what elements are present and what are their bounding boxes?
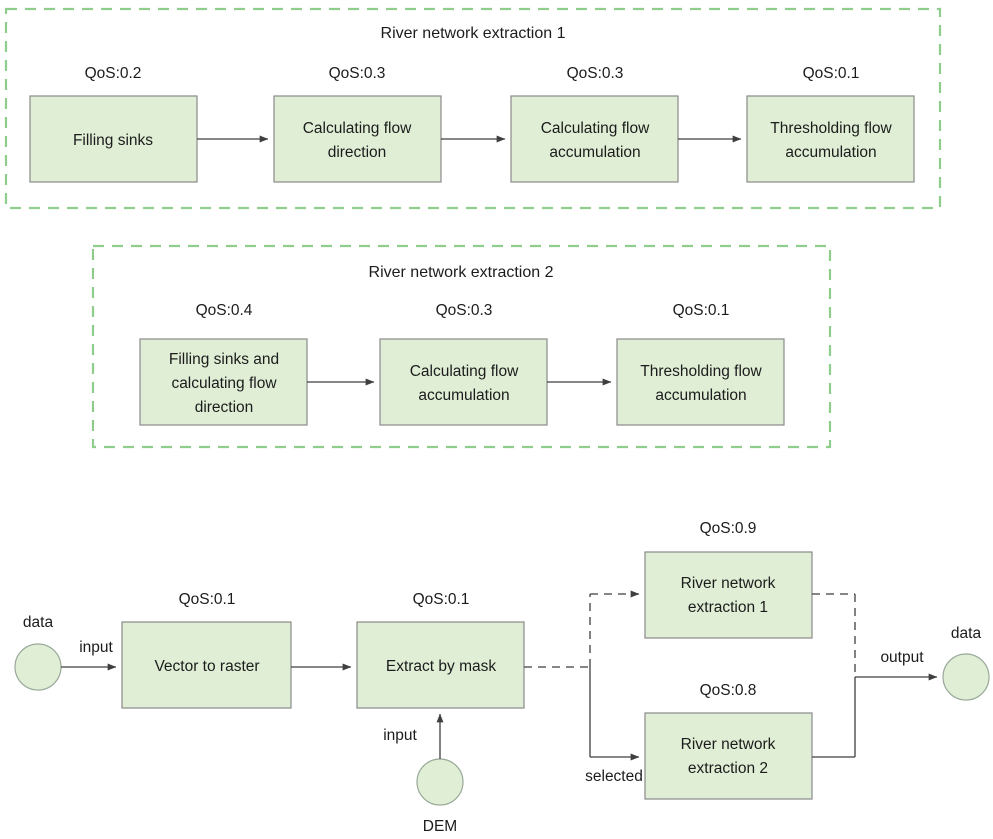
extraction-1-label-line-1: River network bbox=[681, 575, 776, 592]
edge-label-input-2: input bbox=[383, 727, 417, 744]
edge-label-output: output bbox=[880, 649, 924, 666]
input-data-node[interactable] bbox=[14, 643, 62, 691]
group-1-step-3-label-line-2: accumulation bbox=[549, 144, 640, 161]
extraction-1-qos: QoS:0.9 bbox=[700, 520, 757, 537]
group-2-step-3-box[interactable] bbox=[616, 338, 785, 426]
output-data-node[interactable] bbox=[942, 653, 990, 701]
group-2-step-2-label-line-2: accumulation bbox=[418, 387, 509, 404]
main-workflow: data input QoS:0.1 Vector to raster QoS:… bbox=[14, 520, 990, 835]
group-1-step-4-label-line-1: Thresholding flow bbox=[770, 120, 892, 137]
group-2-title: River network extraction 2 bbox=[369, 264, 554, 281]
group-2-step-1-label-line-3: direction bbox=[195, 399, 254, 416]
group-1-step-2-label-line-2: direction bbox=[328, 144, 387, 161]
group-1-title: River network extraction 1 bbox=[381, 25, 566, 42]
group-2-step-1-label-line-2: calculating flow bbox=[171, 375, 277, 392]
group-1-step-3-label-line-1: Calculating flow bbox=[541, 120, 650, 137]
group-2-step-2-qos: QoS:0.3 bbox=[436, 302, 493, 319]
edge-label-selected: selected bbox=[585, 768, 643, 785]
group-1-step-2-qos: QoS:0.3 bbox=[329, 65, 386, 82]
group-1-step-1-label-line-1: Filling sinks bbox=[73, 132, 153, 149]
extract-by-mask-label: Extract by mask bbox=[386, 658, 496, 675]
vector-to-raster-label: Vector to raster bbox=[154, 658, 259, 675]
extract-by-mask-qos: QoS:0.1 bbox=[413, 591, 470, 608]
vector-to-raster-box[interactable] bbox=[121, 621, 292, 709]
group-river-network-extraction-2: River network extraction 2 QoS:0.4 Filli… bbox=[91, 244, 832, 449]
group-1-step-1-qos: QoS:0.2 bbox=[85, 65, 142, 82]
dem-data-label: DEM bbox=[423, 818, 457, 835]
output-data-label: data bbox=[951, 625, 982, 642]
extraction-2-label-line-1: River network bbox=[681, 736, 776, 753]
group-1-step-3-box[interactable] bbox=[510, 95, 679, 183]
group-1-step-4-label-line-2: accumulation bbox=[785, 144, 876, 161]
group-1-step-2-box[interactable] bbox=[273, 95, 442, 183]
extraction-2-box[interactable] bbox=[644, 712, 813, 800]
group-2-step-1-box[interactable] bbox=[139, 338, 308, 426]
group-1-step-4-box[interactable] bbox=[746, 95, 915, 183]
group-2-step-1-qos: QoS:0.4 bbox=[196, 302, 253, 319]
group-1-step-3-qos: QoS:0.3 bbox=[567, 65, 624, 82]
extract-by-mask-box[interactable] bbox=[356, 621, 525, 709]
input-data-label: data bbox=[23, 614, 54, 631]
edge-label-input-1: input bbox=[79, 639, 113, 656]
group-1-step-4-qos: QoS:0.1 bbox=[803, 65, 860, 82]
group-1-frame bbox=[4, 7, 942, 210]
group-2-step-3-qos: QoS:0.1 bbox=[673, 302, 730, 319]
extraction-1-label-line-2: extraction 1 bbox=[688, 599, 768, 616]
group-1-step-2-label-line-1: Calculating flow bbox=[303, 120, 412, 137]
group-river-network-extraction-1: River network extraction 1 QoS:0.2 Filli… bbox=[4, 7, 942, 210]
group-2-step-2-box[interactable] bbox=[379, 338, 548, 426]
group-2-frame bbox=[91, 244, 832, 449]
group-2-step-3-label-line-2: accumulation bbox=[655, 387, 746, 404]
extraction-1-box[interactable] bbox=[644, 551, 813, 639]
vector-to-raster-qos: QoS:0.1 bbox=[179, 591, 236, 608]
group-2-step-3-label-line-1: Thresholding flow bbox=[640, 363, 762, 380]
group-2-step-1-label-line-1: Filling sinks and bbox=[169, 351, 279, 368]
extraction-2-label-line-2: extraction 2 bbox=[688, 760, 768, 777]
dem-data-node[interactable] bbox=[416, 758, 464, 806]
group-2-step-2-label-line-1: Calculating flow bbox=[410, 363, 519, 380]
extraction-2-qos: QoS:0.8 bbox=[700, 682, 757, 699]
